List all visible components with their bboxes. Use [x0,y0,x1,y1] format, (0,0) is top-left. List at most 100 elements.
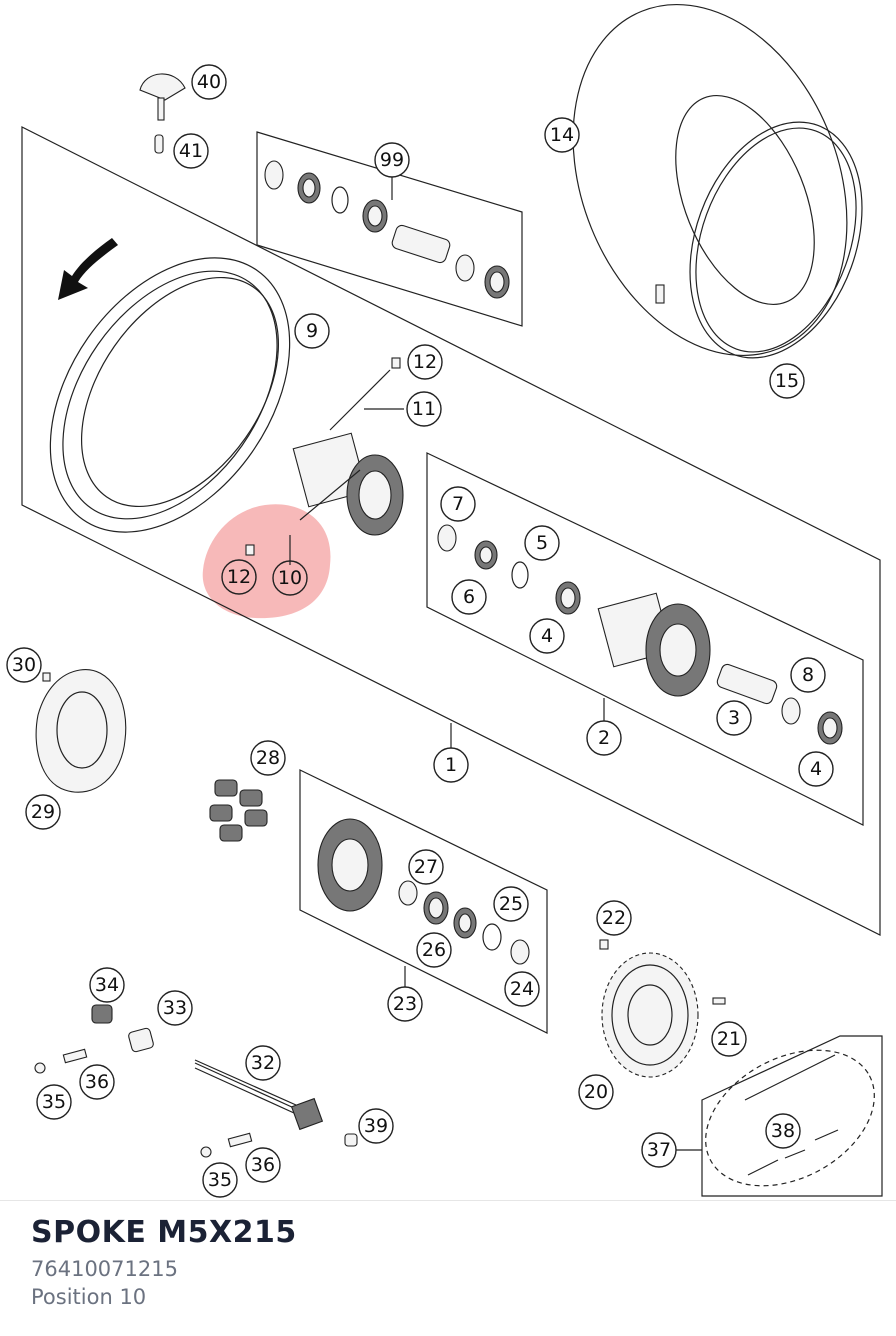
svg-text:29: 29 [31,801,55,823]
callout-32[interactable]: 32 [245,1045,281,1081]
brake-disc [35,669,127,793]
callout-11[interactable]: 11 [406,391,442,427]
callout-30[interactable]: 30 [6,647,42,683]
rotation-arrow-icon [58,238,118,300]
callout-38[interactable]: 38 [765,1113,801,1149]
svg-text:3: 3 [728,707,740,729]
callout-35-bottom[interactable]: 35 [202,1162,238,1198]
callout-8[interactable]: 8 [790,657,826,693]
svg-text:11: 11 [412,398,436,420]
svg-text:26: 26 [422,939,446,961]
svg-text:37: 37 [647,1139,671,1161]
sprocket-carrier-parts [317,818,530,965]
svg-text:25: 25 [499,893,523,915]
svg-text:35: 35 [208,1169,232,1191]
exploded-parts-diagram: 1 2 3 4 4 5 6 7 8 9 10 11 12 12 14 15 20… [6,3,883,1198]
callout-7[interactable]: 7 [440,486,476,522]
svg-text:14: 14 [550,124,574,146]
svg-text:27: 27 [414,856,438,878]
svg-text:39: 39 [364,1115,388,1137]
chain-frame [701,1035,883,1197]
callout-4-hub-left[interactable]: 4 [529,618,565,654]
svg-text:4: 4 [541,625,553,647]
svg-text:5: 5 [536,532,548,554]
svg-text:40: 40 [197,71,221,93]
callout-22[interactable]: 22 [596,900,632,936]
svg-text:21: 21 [717,1028,741,1050]
svg-text:8: 8 [802,664,814,686]
svg-text:20: 20 [584,1081,608,1103]
callout-21[interactable]: 21 [711,1021,747,1057]
callout-36-left[interactable]: 36 [79,1064,115,1100]
callout-33[interactable]: 33 [157,990,193,1026]
callout-25[interactable]: 25 [493,886,529,922]
svg-text:41: 41 [179,140,203,162]
callout-15[interactable]: 15 [769,363,805,399]
svg-text:36: 36 [85,1071,109,1093]
callout-20[interactable]: 20 [578,1074,614,1110]
callout-39[interactable]: 39 [358,1108,394,1144]
callout-5[interactable]: 5 [524,525,560,561]
cush-drive-rubbers [209,779,268,842]
callout-24[interactable]: 24 [504,971,540,1007]
svg-text:22: 22 [602,907,626,929]
callout-2[interactable]: 2 [586,720,622,756]
svg-text:35: 35 [42,1091,66,1113]
callout-6[interactable]: 6 [451,579,487,615]
svg-text:30: 30 [12,654,36,676]
sprocket-carrier-frame [299,769,548,1034]
callout-28[interactable]: 28 [250,740,286,776]
callout-3[interactable]: 3 [716,700,752,736]
svg-text:32: 32 [251,1052,275,1074]
callout-34[interactable]: 34 [89,967,125,1003]
wheel-assembly-frame [21,126,881,936]
callout-40[interactable]: 40 [191,64,227,100]
callout-12-bottom[interactable]: 12 [221,559,257,595]
svg-text:28: 28 [256,747,280,769]
callout-29[interactable]: 29 [25,794,61,830]
bearing-kit-frame [256,131,523,327]
svg-text:10: 10 [278,567,302,589]
svg-text:99: 99 [380,149,404,171]
part-name: SPOKE M5X215 [31,1215,297,1250]
rim [49,257,291,533]
part-info-panel: SPOKE M5X215 76410071215 Position 10 [0,1200,896,1336]
callout-1[interactable]: 1 [433,747,469,783]
callout-27[interactable]: 27 [408,849,444,885]
callout-35-left[interactable]: 35 [36,1084,72,1120]
svg-text:36: 36 [251,1154,275,1176]
valve-cap-parts [139,73,186,154]
part-position: Position 10 [31,1285,147,1309]
svg-text:4: 4 [810,758,822,780]
hub-assembly-frame [426,452,864,826]
callout-41[interactable]: 41 [173,133,209,169]
chain [705,1049,875,1187]
highlight-region [202,504,331,619]
bearing-kit-parts [264,160,510,299]
wheel-hub [245,357,404,556]
inner-tube [655,121,863,359]
svg-text:6: 6 [463,586,475,608]
callout-36-bottom[interactable]: 36 [245,1147,281,1183]
hub-parts [437,524,843,745]
callout-99[interactable]: 99 [374,142,410,178]
sprocket [599,939,726,1078]
callout-14[interactable]: 14 [544,117,580,153]
callout-12-top[interactable]: 12 [407,344,443,380]
axle-parts [34,1004,358,1158]
callout-4-hub-right[interactable]: 4 [798,751,834,787]
svg-text:38: 38 [771,1120,795,1142]
svg-text:9: 9 [306,320,318,342]
callout-9[interactable]: 9 [294,313,330,349]
svg-text:12: 12 [413,351,437,373]
svg-text:2: 2 [598,727,610,749]
leader-lines [289,176,702,1151]
svg-text:24: 24 [510,978,534,1000]
svg-text:12: 12 [227,566,251,588]
callout-23[interactable]: 23 [387,986,423,1022]
svg-text:34: 34 [95,974,119,996]
svg-text:1: 1 [445,754,457,776]
callout-10[interactable]: 10 [272,560,308,596]
callout-37[interactable]: 37 [641,1132,677,1168]
callout-26[interactable]: 26 [416,932,452,968]
